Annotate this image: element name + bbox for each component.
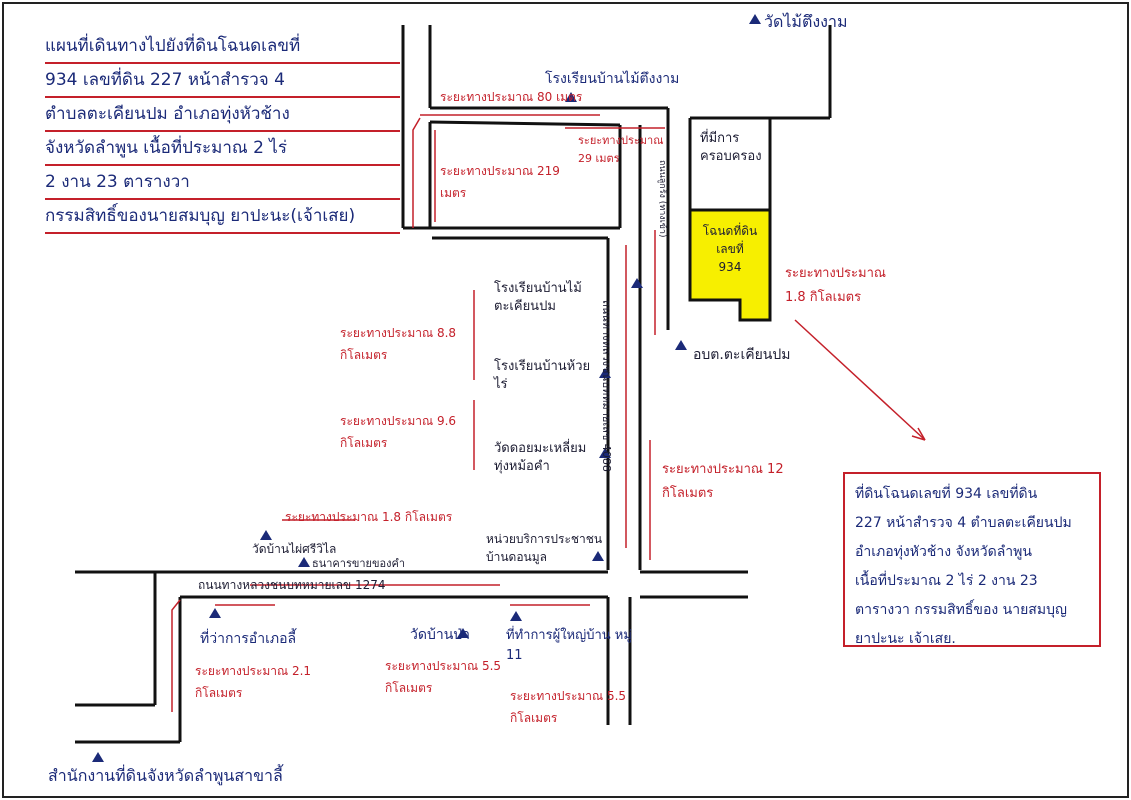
- title-line-3: ตำบลตะเคียนปม อำเภอทุ่งหัวช้าง: [45, 98, 400, 132]
- landmark-markers: [92, 14, 761, 762]
- land-office-marker: [92, 752, 104, 762]
- label-district-office: ที่ว่าการอำเภอลี้: [200, 631, 297, 647]
- label-bank: ธนาคารขายของคำ: [312, 557, 406, 570]
- side-lane-name: ถนนลูกรัง (ทางเข้า): [657, 160, 667, 238]
- label-occupied: ที่มีการครอบครอง: [700, 131, 762, 164]
- temple-mid-marker: [599, 448, 611, 458]
- distance-2-1: ระยะทางประมาณ 2.1 กิโลเมตร: [195, 664, 312, 700]
- distance-top: ระยะทางประมาณ 80 เมตร: [440, 90, 583, 104]
- info-line-2: 227 หน้าสำรวจ 4 ตำบลตะเคียนปม: [855, 515, 1072, 531]
- distance-219: ระยะทางประมาณ 219 เมตร: [440, 164, 560, 200]
- distance-8-8: ระยะทางประมาณ 8.8 กิโลเมตร: [340, 326, 457, 362]
- distance-12: ระยะทางประมาณ 12 กิโลเมตร: [662, 462, 784, 501]
- service-marker: [592, 551, 604, 561]
- label-wat-mid: วัดดอยมะเหลี่ยม ทุ่งหม้อคำ: [494, 441, 587, 474]
- land-plot: [688, 208, 772, 322]
- info-line-5: ตารางวา กรรมสิทธิ์ของ นายสมบุญ: [855, 602, 1067, 618]
- plot-label-line3: 934: [718, 260, 742, 274]
- label-school-huai: โรงเรียนบ้านห้วยไร่: [494, 359, 591, 392]
- label-land-office: สำนักงานที่ดินจังหวัดลำพูนสาขาลี้: [48, 766, 283, 785]
- headman-marker: [510, 611, 522, 621]
- temple-pa-marker: [260, 530, 272, 540]
- distance-9-6: ระยะทางประมาณ 9.6 กิโลเมตร: [340, 414, 457, 450]
- info-line-3: อำเภอทุ่งหัวช้าง จังหวัดลำพูน: [855, 544, 1032, 560]
- distance-5-5b: ระยะทางประมาณ 5.5 กิโลเมตร: [510, 689, 627, 725]
- label-wat-pa: วัดบ้านไผ่ศรีวิไล: [252, 542, 337, 556]
- route-arrows: [171, 114, 926, 712]
- info-line-6: ยาปะนะ เจ้าเสย.: [855, 631, 956, 647]
- label-obt: อบต.ตะเคียนปม: [693, 347, 791, 363]
- distance-1-8: ระยะทางประมาณ 1.8 กิโลเมตร: [785, 266, 886, 305]
- school-takhian-marker: [631, 278, 643, 288]
- vertical-road-name: ถนนทางหลวงชนบทหมายเลข 4088: [600, 300, 613, 472]
- info-line-4: เนื้อที่ประมาณ 2 ไร่ 2 งาน 23: [855, 573, 1038, 589]
- plot-label-line2: เลขที่: [716, 242, 744, 256]
- distance-1-8b: ระยะทางประมาณ 1.8 กิโลเมตร: [285, 510, 453, 524]
- title-line-1: แผนที่เดินทางไปยังที่ดินโฉนดเลขที่: [45, 30, 400, 64]
- label-wat-bottom: วัดบ้านป่า: [410, 627, 471, 643]
- map-title: แผนที่เดินทางไปยังที่ดินโฉนดเลขที่ 934 เ…: [45, 30, 400, 234]
- label-school-top: โรงเรียนบ้านไม้ตึงงาม: [545, 71, 680, 87]
- info-box: ที่ดินโฉนดเลขที่ 934 เลขที่ดิน 227 หน้าส…: [843, 472, 1101, 647]
- title-line-6: กรรมสิทธิ์ของนายสมบุญ ยาปะนะ(เจ้าเสย): [45, 200, 400, 234]
- temple-bottom-marker: [457, 628, 469, 638]
- obt-marker: [675, 340, 687, 350]
- label-school-takhian: โรงเรียนบ้านไม้ตะเคียนปม: [494, 281, 582, 314]
- title-line-4: จังหวัดลำพูน เนื้อที่ประมาณ 2 ไร่: [45, 132, 400, 166]
- distance-5-5a: ระยะทางประมาณ 5.5 กิโลเมตร: [385, 659, 502, 695]
- label-service-center: หน่วยบริการประชาชน บ้านดอนมูล: [486, 532, 603, 564]
- plot-label: โฉนดที่ดิน เลขที่ 934: [695, 222, 765, 276]
- school-marker-top: [565, 92, 577, 102]
- district-marker: [209, 608, 221, 618]
- plot-label-line1: โฉนดที่ดิน: [702, 224, 758, 238]
- highway-name: ถนนทางหลวงชนบทหมายเลข 1274: [198, 578, 386, 592]
- info-line-1: ที่ดินโฉนดเลขที่ 934 เลขที่ดิน: [855, 486, 1038, 502]
- distance-29: ระยะทางประมาณ 29 เมตร: [578, 134, 664, 165]
- title-line-2: 934 เลขที่ดิน 227 หน้าสำรวจ 4: [45, 64, 400, 98]
- temple-marker-top: [749, 14, 761, 24]
- title-line-5: 2 งาน 23 ตารางวา: [45, 166, 400, 200]
- road-network: [75, 25, 832, 744]
- bank-marker: [298, 557, 310, 567]
- label-wat-top: วัดไม้ตึงงาม: [764, 12, 848, 31]
- label-headman: ที่ทำการผู้ใหญ่บ้าน หมู่ 11: [506, 628, 632, 663]
- school-huai-marker: [599, 368, 611, 378]
